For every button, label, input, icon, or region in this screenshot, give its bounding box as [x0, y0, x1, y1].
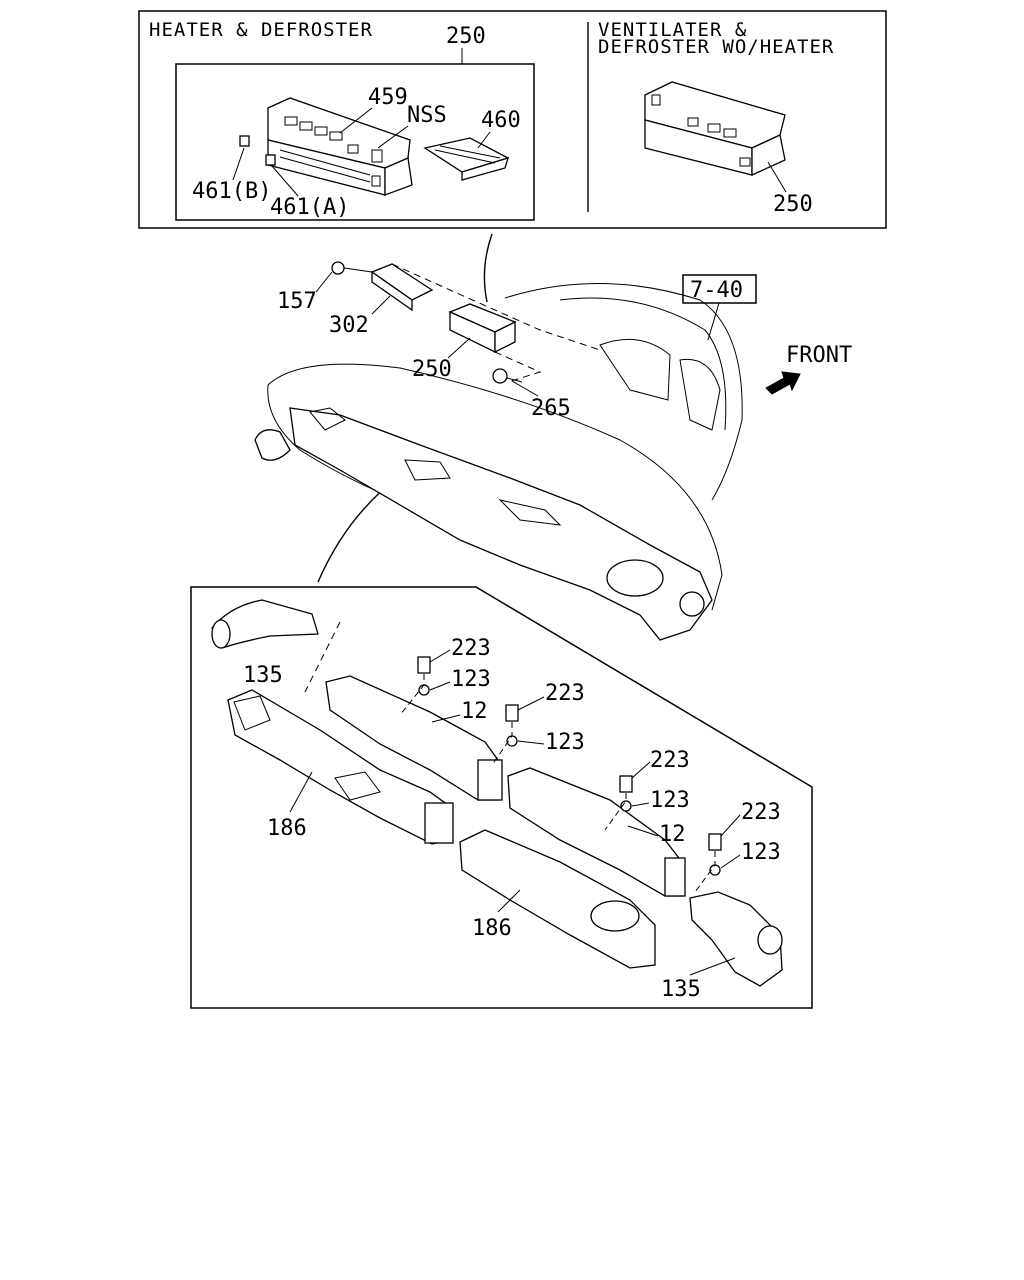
ref-box	[682, 274, 757, 304]
callout-135-upper: 135	[243, 663, 283, 688]
screw-icon	[331, 261, 373, 275]
heater-defroster-panel: HEATER & DEFROSTER 250 459	[149, 19, 521, 220]
pointer-arc-top	[483, 233, 493, 303]
callout-223-d: 223	[741, 800, 781, 825]
callout-460: 460	[481, 108, 521, 133]
screw-265-icon	[492, 368, 523, 384]
heater-control-unit	[267, 97, 413, 196]
main-assembly: 157 302 250 265 7-40 FRONT	[254, 261, 852, 641]
pointer-arc-bottom	[317, 481, 393, 583]
ref-box-label: 7-40	[690, 278, 743, 303]
callout-250-main: 250	[412, 357, 452, 382]
callout-186-right: 186	[472, 916, 512, 941]
callout-123-a: 123	[451, 667, 491, 692]
callout-461a: 461(A)	[270, 195, 349, 220]
callout-459: 459	[368, 85, 408, 110]
callout-223-c: 223	[650, 748, 690, 773]
callout-461b: 461(B)	[192, 179, 271, 204]
duct-135-left	[211, 599, 319, 649]
callout-250-ventilater: 250	[773, 192, 813, 217]
callout-302: 302	[329, 313, 369, 338]
part-461b	[239, 135, 250, 147]
callout-12-b: 12	[659, 822, 686, 847]
front-label: FRONT	[786, 343, 852, 368]
screw-icons-detail	[418, 684, 721, 876]
callout-135-lower: 135	[661, 977, 701, 1002]
heater-defroster-title: HEATER & DEFROSTER	[149, 19, 373, 41]
callout-265: 265	[531, 396, 571, 421]
duct-135-right	[689, 891, 783, 987]
callout-223-a: 223	[451, 636, 491, 661]
callout-186-left: 186	[267, 816, 307, 841]
part-460	[423, 137, 510, 181]
top-frame	[138, 10, 887, 229]
ventilater-title-line1: VENTILATER &	[598, 19, 747, 41]
callout-nss: NSS	[407, 103, 447, 128]
part-302	[370, 263, 434, 312]
ventilater-control-unit	[644, 81, 786, 177]
duct-detail: 135 186 223 123 12 223 123 223 123 12 22…	[190, 586, 813, 1009]
duct-186-right	[459, 829, 656, 969]
part-461a	[265, 154, 276, 166]
ventilater-panel: VENTILATER & DEFROSTER WO/HEATER 250	[598, 19, 834, 217]
part-250-main	[448, 303, 517, 354]
callout-123-d: 123	[741, 840, 781, 865]
callout-123-c: 123	[650, 788, 690, 813]
ventilater-title-line2: DEFROSTER WO/HEATER	[598, 36, 834, 58]
callout-157: 157	[277, 289, 317, 314]
clip-icon	[417, 656, 722, 851]
callout-250-heater: 250	[446, 24, 486, 49]
callout-223-b: 223	[545, 681, 585, 706]
front-arrow-icon	[765, 371, 801, 395]
callout-123-b: 123	[545, 730, 585, 755]
callout-12-a: 12	[461, 699, 488, 724]
